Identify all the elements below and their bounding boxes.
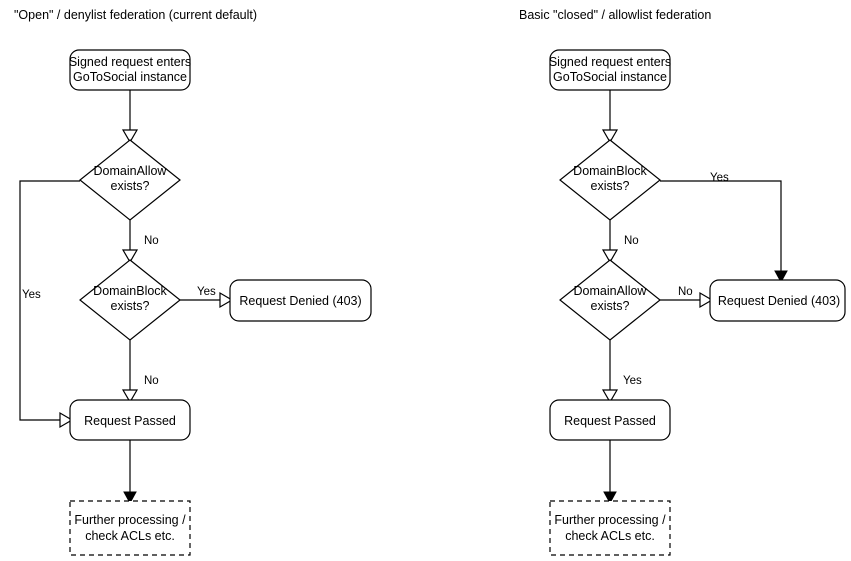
edge-domainblock-yes-left: Yes	[180, 286, 234, 309]
request-denied-box-right	[709, 279, 846, 322]
further-processing-box-right	[549, 500, 671, 556]
edge-label-domainblock-no-right: No	[624, 235, 639, 247]
diagram-open-denylist: "Open" / denylist federation (current de…	[14, 8, 372, 556]
diagram-closed-allowlist: Basic "closed" / allowlist federation Si…	[519, 8, 846, 556]
node-further-processing-right: Further processing / check ACLs etc.	[549, 500, 671, 556]
edge-domainblock-yes-right: Yes	[660, 172, 788, 284]
request-denied-label-right: Request Denied (403)	[718, 294, 840, 308]
decision-domainblock-right-line1: DomainBlock	[573, 164, 647, 178]
edge-domainallow-no-right: No	[660, 286, 714, 309]
edge-start-to-domainblock-right	[601, 90, 619, 144]
edge-label-domainallow-yes-right: Yes	[623, 375, 642, 387]
edge-domainallow-yes-right: Yes	[601, 340, 642, 404]
edge-label-domainallow-yes-left: Yes	[22, 289, 41, 301]
arrowhead-filled-icon	[603, 491, 617, 505]
decision-domainblock-left-line2: exists?	[111, 299, 150, 313]
node-start-right: Signed request enters GoToSocial instanc…	[549, 49, 671, 91]
edge-passed-to-further-left	[123, 440, 137, 505]
edge-domainblock-no-left: No	[121, 340, 159, 404]
node-decision-domainallow-left: DomainAllow exists?	[79, 139, 181, 221]
diagram-title-left: "Open" / denylist federation (current de…	[14, 8, 257, 22]
arrowhead-open-icon	[601, 249, 619, 264]
start-box-right-line1: Signed request enters	[549, 55, 671, 69]
further-processing-right-line2: check ACLs etc.	[565, 529, 655, 543]
edge-label-domainblock-yes-left: Yes	[197, 286, 216, 298]
start-box-right-line2: GoToSocial instance	[553, 70, 667, 84]
further-processing-box-left	[69, 500, 191, 556]
arrowhead-open-icon	[601, 389, 619, 404]
request-passed-label-left: Request Passed	[84, 414, 176, 428]
edge-domainallow-no-left: No	[121, 220, 159, 264]
decision-domainallow-right-line1: DomainAllow	[574, 284, 648, 298]
further-processing-right-line1: Further processing /	[554, 513, 666, 527]
arrowhead-filled-icon	[774, 270, 788, 284]
further-processing-left-line2: check ACLs etc.	[85, 529, 175, 543]
diagram-title-right: Basic "closed" / allowlist federation	[519, 8, 711, 22]
arrowhead-open-icon	[699, 291, 714, 309]
node-decision-domainallow-right: DomainAllow exists?	[559, 259, 661, 341]
arrowhead-open-icon	[219, 291, 234, 309]
decision-domainallow-right-line2: exists?	[591, 299, 630, 313]
arrowhead-open-icon	[121, 389, 139, 404]
node-decision-domainblock-right: DomainBlock exists?	[559, 139, 661, 221]
edge-label-domainblock-no-left: No	[144, 375, 159, 387]
node-request-passed-right: Request Passed	[549, 399, 671, 441]
decision-domainblock-right-line2: exists?	[591, 179, 630, 193]
edge-domainallow-yes-left: Yes	[19, 180, 80, 429]
edge-label-domainblock-yes-right: Yes	[710, 172, 729, 184]
start-box-left-line1: Signed request enters	[69, 55, 191, 69]
request-denied-label-left: Request Denied (403)	[239, 294, 361, 308]
arrowhead-open-icon	[601, 129, 619, 144]
node-request-denied-right: Request Denied (403)	[709, 279, 846, 322]
edge-domainblock-no-right: No	[601, 220, 639, 264]
node-further-processing-left: Further processing / check ACLs etc.	[69, 500, 191, 556]
node-request-denied-left: Request Denied (403)	[229, 279, 372, 322]
decision-domainblock-left-line1: DomainBlock	[93, 284, 167, 298]
request-passed-label-right: Request Passed	[564, 414, 656, 428]
further-processing-left-line1: Further processing /	[74, 513, 186, 527]
edge-start-to-domainallow-left	[121, 90, 139, 144]
arrowhead-open-icon	[121, 129, 139, 144]
node-request-passed-left: Request Passed	[69, 399, 191, 441]
edge-label-domainallow-no-left: No	[144, 235, 159, 247]
node-decision-domainblock-left: DomainBlock exists?	[79, 259, 181, 341]
arrowhead-filled-icon	[123, 491, 137, 505]
start-box-left-line2: GoToSocial instance	[73, 70, 187, 84]
decision-domainallow-left-line2: exists?	[111, 179, 150, 193]
node-start-left: Signed request enters GoToSocial instanc…	[69, 49, 191, 91]
arrowhead-open-icon	[59, 411, 74, 429]
decision-domainallow-left-line1: DomainAllow	[94, 164, 168, 178]
edge-label-domainallow-no-right: No	[678, 286, 693, 298]
arrowhead-open-icon	[121, 249, 139, 264]
edge-passed-to-further-right	[603, 440, 617, 505]
request-denied-box-left	[229, 279, 372, 322]
